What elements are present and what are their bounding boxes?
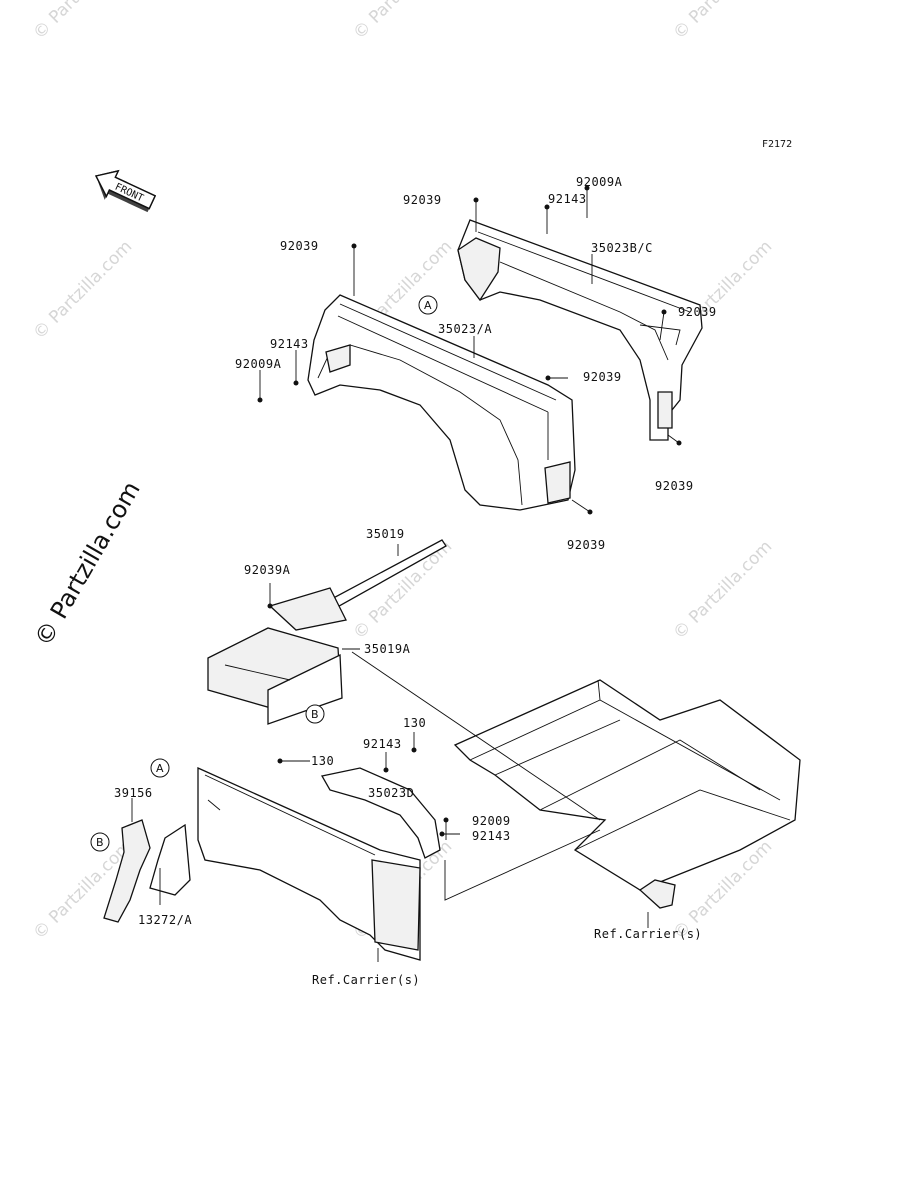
bracket-13272a xyxy=(149,823,191,896)
watermark-text: © Partzilla.com xyxy=(669,0,776,44)
part-number-label: 35019 xyxy=(366,527,405,541)
part-number-label: 92039A xyxy=(244,563,291,577)
part-number-label: 130 xyxy=(311,754,334,768)
part-number-label: 92039 xyxy=(567,538,606,552)
fender-front-35023a xyxy=(307,294,576,511)
fastener-dots xyxy=(257,185,682,837)
callout-b-upper: B xyxy=(305,704,325,724)
leader-lines xyxy=(131,188,680,962)
fender-rear-35023bc xyxy=(457,219,703,441)
part-number-label: 35023/A xyxy=(438,322,492,336)
watermark-main: © Partzilla.com xyxy=(29,477,146,651)
ref-carrier-label: Ref.Carrier(s) xyxy=(312,973,420,987)
callout-letter: B xyxy=(311,708,319,721)
part-number-label: 35023B/C xyxy=(591,241,653,255)
diagram-code: F2172 xyxy=(762,139,792,150)
part-number-label: 92039 xyxy=(678,305,717,319)
part-number-label: 92009A xyxy=(235,357,282,371)
side-panel xyxy=(197,766,421,961)
part-number-label: 92143 xyxy=(363,737,402,751)
watermark-text: © Partzilla.com xyxy=(29,237,136,344)
part-number-label: 92143 xyxy=(270,337,309,351)
ref-carrier-label: Ref.Carrier(s) xyxy=(594,927,702,941)
part-number-label: 39156 xyxy=(114,786,153,800)
watermark-text: © Partzilla.com xyxy=(669,537,776,644)
part-number-label: 35019A xyxy=(364,642,411,656)
callout-letter: A xyxy=(424,299,432,312)
part-number-label: 92039 xyxy=(583,370,622,384)
callout-letter: A xyxy=(156,762,164,775)
watermark-text: © Partzilla.com xyxy=(349,0,456,44)
part-number-label: 92009A xyxy=(576,175,623,189)
part-number-label: 92039 xyxy=(655,479,694,493)
pad-39156 xyxy=(103,819,151,923)
part-number-label: 92039 xyxy=(403,193,442,207)
part-number-label: 130 xyxy=(403,716,426,730)
callout-a-upper: A xyxy=(418,295,438,315)
callout-letter: B xyxy=(96,836,104,849)
part-number-label: 35023D xyxy=(368,786,414,800)
part-labels: 92009A 92039 92143 35023B/C 92039 92039 … xyxy=(114,175,717,987)
guard-35019 xyxy=(268,539,447,631)
callout-a-lower: A xyxy=(150,758,170,778)
guard-35019a xyxy=(207,627,343,725)
part-number-label: 92143 xyxy=(548,192,587,206)
part-number-label: 13272/A xyxy=(138,913,192,927)
part-number-label: 92039 xyxy=(280,239,319,253)
fender-inner-35023d xyxy=(320,767,441,859)
watermark-text: © Partzilla.com xyxy=(29,0,136,44)
cargo-bed-carrier xyxy=(453,679,801,909)
part-number-label: 92009 xyxy=(472,814,511,828)
part-number-label: 92143 xyxy=(472,829,511,843)
callout-b-lower: B xyxy=(90,832,110,852)
front-arrow-icon: FRONT xyxy=(94,169,157,213)
